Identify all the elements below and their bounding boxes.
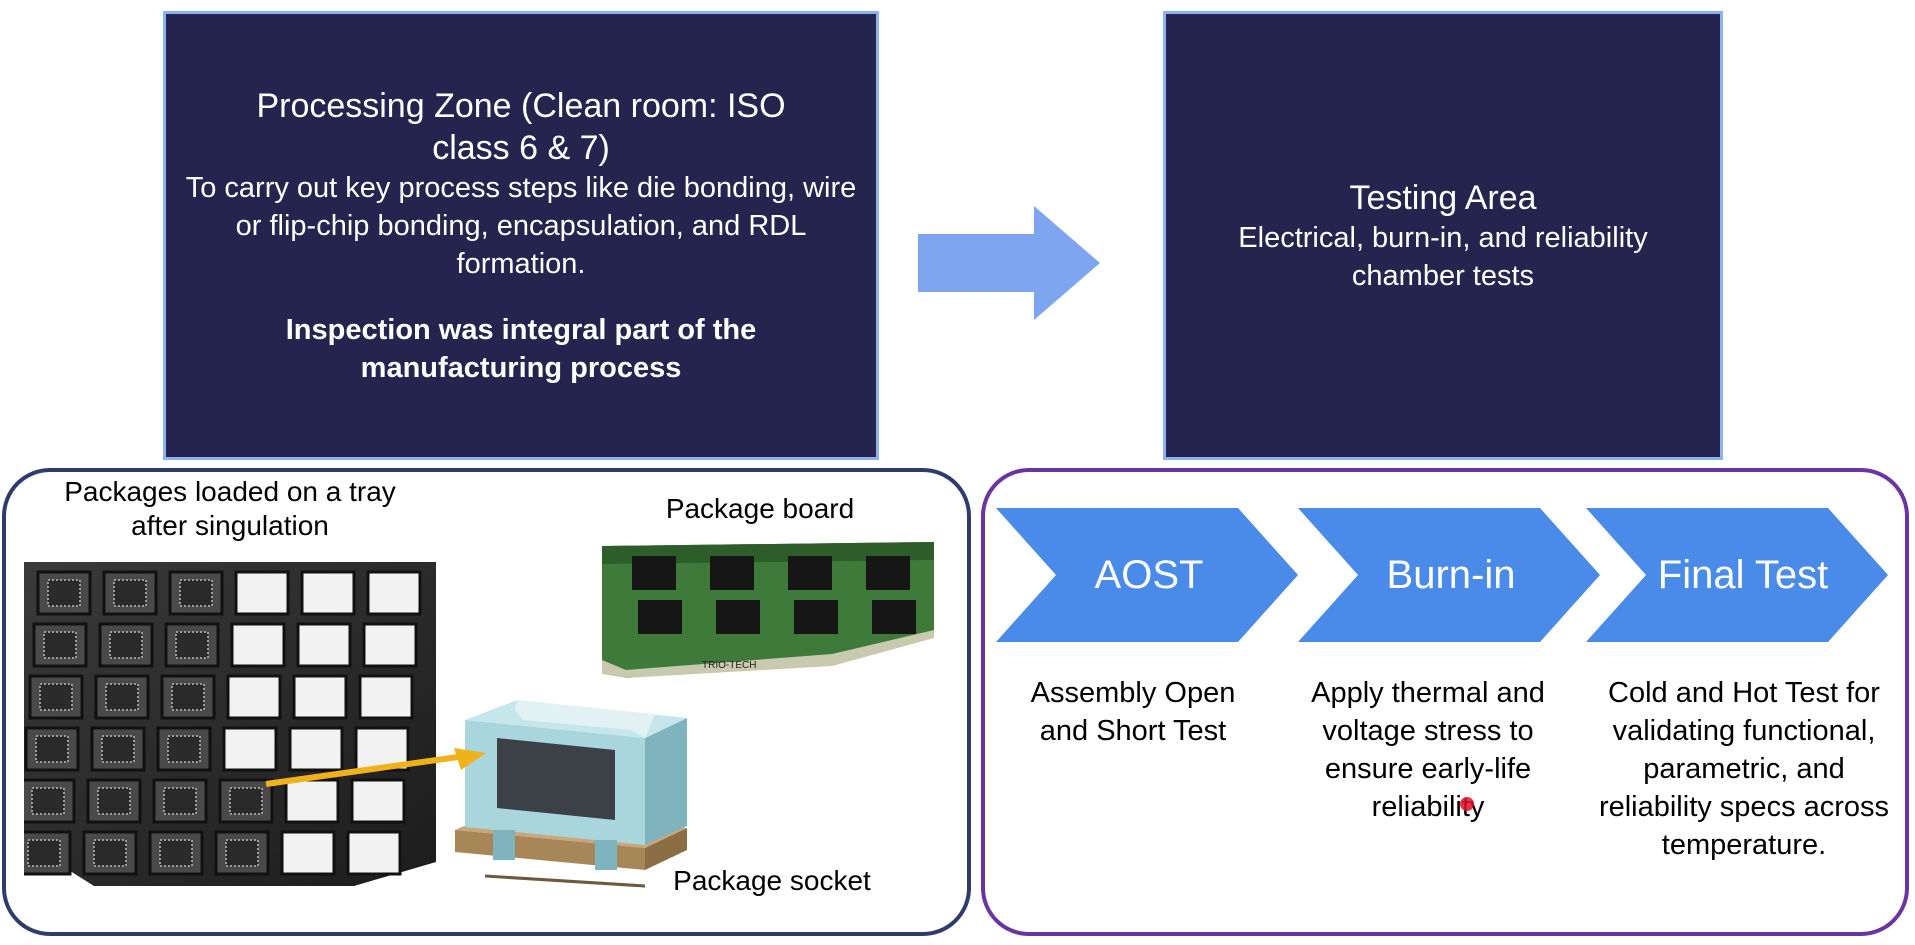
step-label-aost: AOST: [1094, 553, 1204, 597]
chevron-aost-shape: [996, 508, 1298, 642]
step-label-burn-in: Burn-in: [1386, 553, 1516, 597]
tray-cell: [362, 622, 418, 668]
step-description-aost: Assembly Open and Short Test: [1030, 677, 1236, 747]
tray-cell: [350, 778, 406, 824]
step-label-final-test: Final Test: [1657, 553, 1829, 597]
packaged-chip: [43, 631, 77, 659]
packaged-chip: [167, 735, 201, 763]
packaged-chip: [109, 631, 143, 659]
board-caption: Package board: [665, 493, 855, 524]
processing-zone-title: Processing Zone (Clean room: ISO class 6…: [256, 86, 786, 167]
inspection-note: Inspection was integral part of the manu…: [285, 313, 757, 384]
tray-to-socket-arrow-icon: [265, 748, 486, 787]
packaged-chip: [159, 839, 193, 867]
board-socket: [716, 600, 760, 634]
packaged-chip: [47, 579, 81, 607]
flow-arrow-icon: [918, 206, 1100, 320]
presenter-cursor-dot: [1460, 797, 1474, 811]
tray-cell: [366, 570, 422, 616]
tray-cell: [226, 674, 282, 720]
packaged-chip: [225, 839, 259, 867]
packaged-chip: [229, 787, 263, 815]
packaged-chip: [27, 839, 61, 867]
testing-area-title: Testing Area: [1349, 178, 1537, 217]
processing-zone-description: To carry out key process steps like die …: [185, 171, 857, 280]
board-brand-text: TRIO-TECH: [702, 660, 756, 671]
board-socket: [788, 556, 832, 590]
processing-zone-box: Processing Zone (Clean room: ISO class 6…: [163, 11, 879, 460]
tray-cell: [288, 726, 344, 772]
packaged-chip: [35, 735, 69, 763]
packaged-chip: [101, 735, 135, 763]
step-description-final-test: Cold and Hot Test for validating functio…: [1598, 677, 1890, 861]
testing-area-description: Electrical, burn-in, and reliability cha…: [1238, 221, 1648, 292]
package-socket-image: [455, 700, 687, 888]
step-description-burn-in: Apply thermal and voltage stress to ensu…: [1311, 677, 1545, 823]
tray-cell: [280, 830, 336, 876]
testing-steps-panel: [981, 468, 1909, 936]
packaged-chip: [93, 839, 127, 867]
board-socket: [866, 556, 910, 590]
tray-cell: [292, 674, 348, 720]
tray-cell: [296, 622, 352, 668]
socket-caption: Package socket: [673, 865, 871, 896]
packaged-chip: [31, 787, 65, 815]
board-socket: [872, 600, 916, 634]
packaged-chip: [163, 787, 197, 815]
board-socket: [632, 556, 676, 590]
packaging-photos-panel: [2, 468, 971, 936]
tray-cell: [300, 570, 356, 616]
packaged-chip: [179, 579, 213, 607]
packaged-chip: [113, 579, 147, 607]
board-socket: [638, 600, 682, 634]
tray-cell: [358, 674, 414, 720]
testing-area-box: Testing Area Electrical, burn-in, and re…: [1163, 11, 1723, 460]
chevron-final-test-shape: [1586, 508, 1888, 642]
packaged-chip: [97, 787, 131, 815]
packaged-chip: [175, 631, 209, 659]
packaged-chip: [105, 683, 139, 711]
packaged-chip: [39, 683, 73, 711]
package-board-image: TRIO-TECH: [602, 542, 934, 678]
package-tray-image: [24, 562, 436, 886]
tray-cell: [234, 570, 290, 616]
chevron-burn-in-shape: [1298, 508, 1600, 642]
tray-cell: [230, 622, 286, 668]
tray-cell: [222, 726, 278, 772]
board-socket: [794, 600, 838, 634]
packaged-chip: [171, 683, 205, 711]
tray-cell: [346, 830, 402, 876]
tray-caption: Packages loaded on a tray after singulat…: [64, 476, 396, 541]
board-socket: [710, 556, 754, 590]
